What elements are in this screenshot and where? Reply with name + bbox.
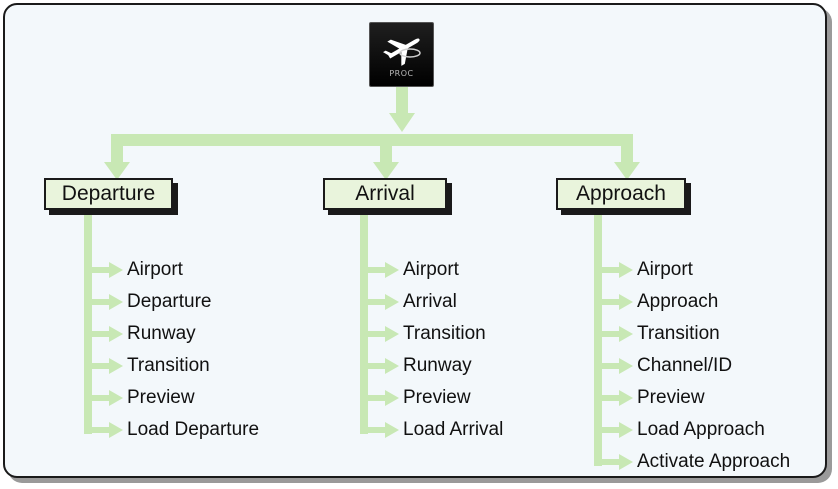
arrow-lines (104, 87, 640, 180)
item-arrow (360, 294, 399, 310)
list-item: Departure (127, 291, 212, 312)
item-arrow (360, 358, 399, 374)
list-item: Load Approach (637, 419, 765, 440)
stem-departure (84, 208, 92, 434)
category-arrival[interactable]: Arrival (323, 178, 447, 210)
item-arrow (594, 454, 633, 470)
list-item: Transition (403, 323, 486, 344)
item-arrow (84, 326, 123, 342)
trunk-arrowhead (389, 113, 415, 132)
list-item: Runway (127, 323, 196, 344)
item-arrow (84, 390, 123, 406)
item-arrow (594, 262, 633, 278)
list-item: Runway (403, 355, 472, 376)
proc-label: PROC (389, 69, 414, 78)
list-item: Preview (637, 387, 705, 408)
list-item: Airport (637, 259, 693, 280)
arrowhead-arrival (373, 162, 399, 180)
list-item: Preview (403, 387, 471, 408)
item-arrow (594, 326, 633, 342)
item-arrow (84, 422, 123, 438)
list-item: Transition (127, 355, 210, 376)
item-branches (84, 208, 633, 470)
item-arrow (84, 358, 123, 374)
item-arrow (594, 390, 633, 406)
list-item: Preview (127, 387, 195, 408)
category-departure[interactable]: Departure (44, 178, 173, 210)
item-arrow (84, 294, 123, 310)
airplane-icon (383, 38, 421, 66)
list-item: Load Arrival (403, 419, 504, 440)
item-arrow (594, 422, 633, 438)
item-arrow (84, 262, 123, 278)
list-item: Arrival (403, 291, 457, 312)
list-item: Activate Approach (637, 451, 791, 472)
drop-approach (621, 134, 633, 164)
list-item: Airport (403, 259, 459, 280)
list-item: Transition (637, 323, 720, 344)
horizontal-bar (111, 134, 633, 146)
arrowhead-departure (104, 162, 130, 180)
stem-arrival (360, 208, 368, 434)
arrowhead-approach (614, 162, 640, 180)
item-arrow (360, 326, 399, 342)
list-item: Load Departure (127, 419, 260, 440)
list-item: Approach (637, 291, 719, 312)
drop-arrival (380, 134, 392, 164)
trunk-line (396, 87, 408, 115)
item-arrow (360, 262, 399, 278)
proc-button[interactable]: PROC (369, 22, 434, 87)
list-item: Airport (127, 259, 183, 280)
item-arrow (594, 294, 633, 310)
item-arrow (360, 422, 399, 438)
category-approach[interactable]: Approach (556, 178, 686, 210)
item-arrow (594, 358, 633, 374)
list-item: Channel/ID (637, 355, 733, 376)
item-arrow (360, 390, 399, 406)
drop-departure (111, 134, 123, 164)
